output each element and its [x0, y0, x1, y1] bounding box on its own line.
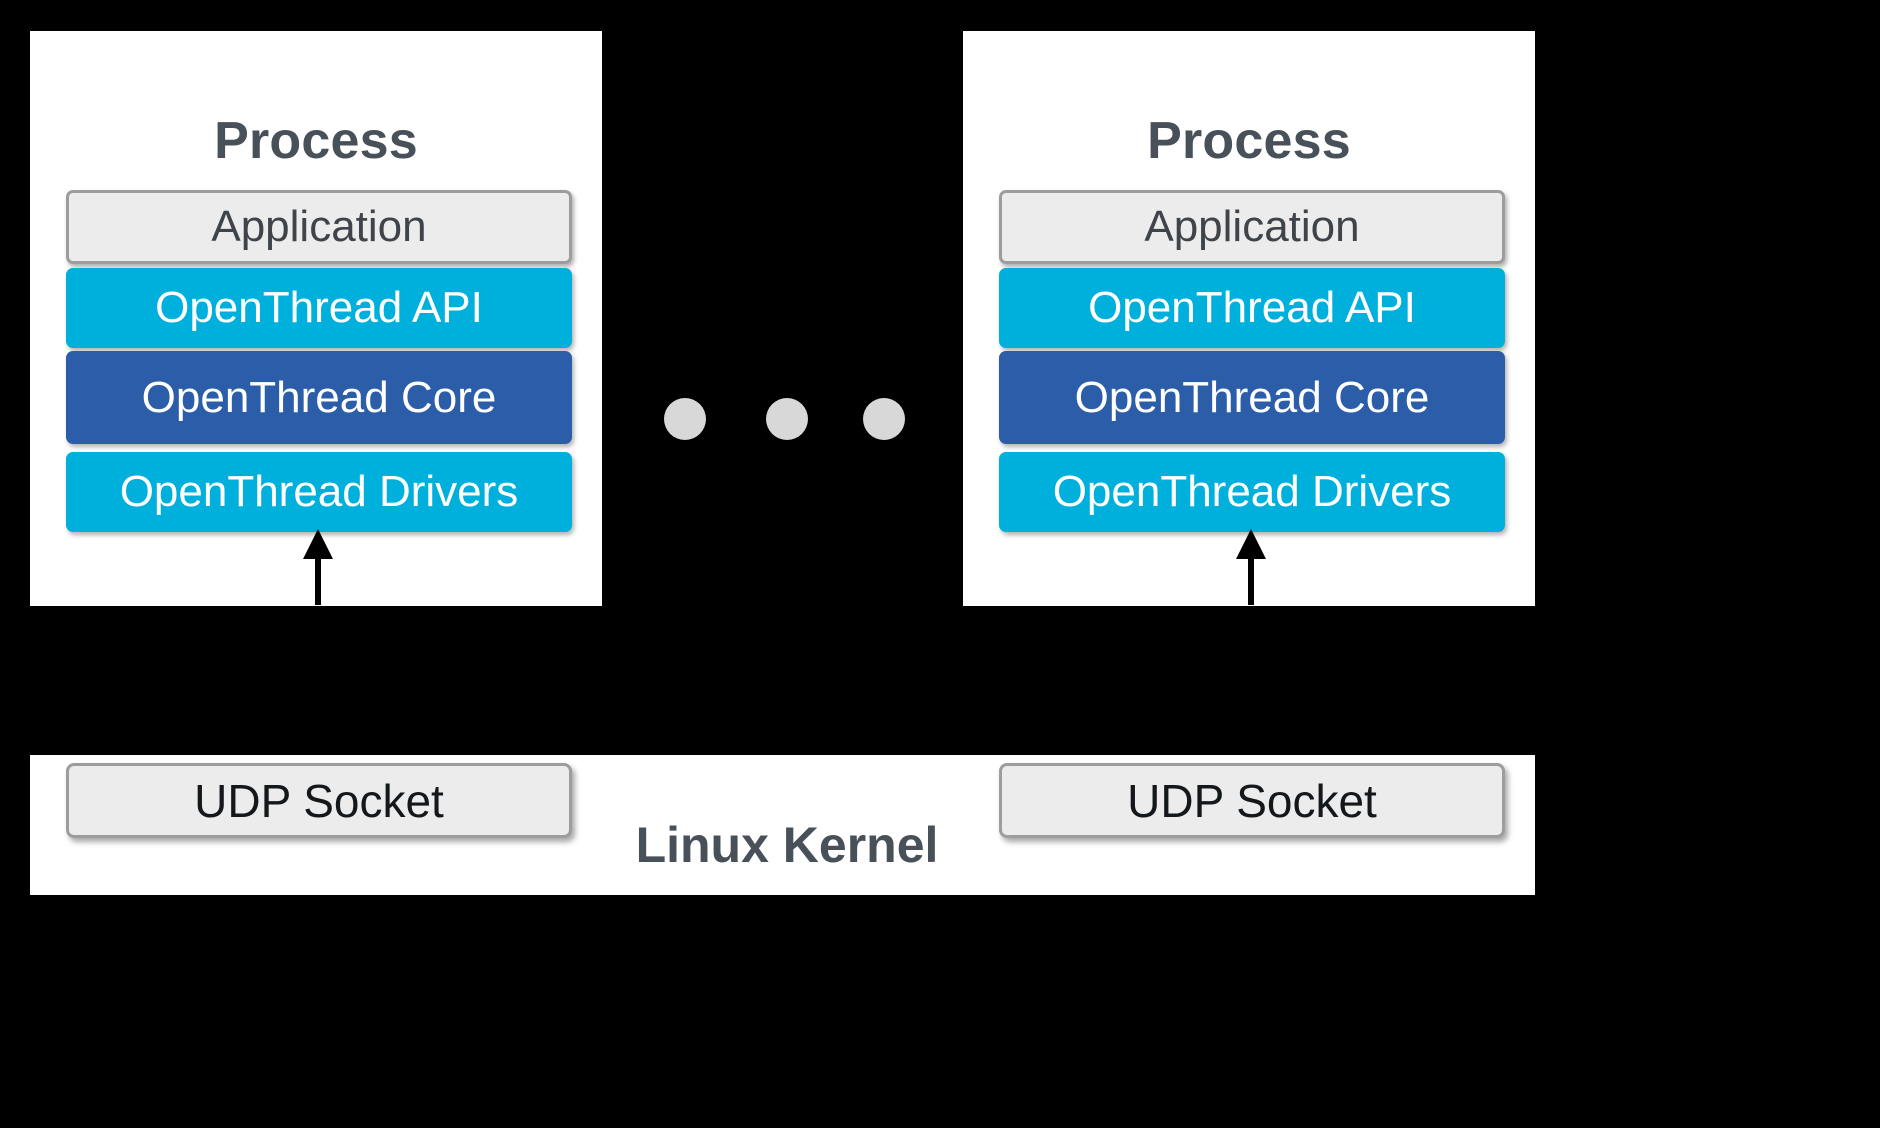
process-title-right: Process	[1147, 112, 1351, 170]
process-title-left: Process	[214, 112, 418, 170]
arrow-up-icon	[1236, 529, 1266, 605]
arrow-up-icon	[303, 529, 333, 605]
layer-label: OpenThread Drivers	[1052, 467, 1452, 516]
layer-openthread-api-right[interactable]: OpenThread API	[999, 268, 1505, 348]
udp-socket-right[interactable]: UDP Socket	[999, 763, 1505, 838]
layer-label: OpenThread API	[1088, 283, 1416, 332]
layer-label: OpenThread API	[155, 283, 483, 332]
layer-openthread-core-right[interactable]: OpenThread Core	[999, 351, 1505, 444]
layer-label: OpenThread Core	[1074, 372, 1430, 422]
layer-openthread-core-left[interactable]: OpenThread Core	[66, 351, 572, 444]
layer-openthread-api-left[interactable]: OpenThread API	[66, 268, 572, 348]
ellipsis-dot-2	[766, 398, 808, 440]
kernel-title: Linux Kernel	[635, 817, 939, 873]
layer-openthread-drivers-left[interactable]: OpenThread Drivers	[66, 452, 572, 532]
layer-label: OpenThread Drivers	[119, 467, 519, 516]
socket-label: UDP Socket	[194, 774, 444, 827]
ellipsis-dot-3	[863, 398, 905, 440]
arrow-left-socket-to-drivers	[298, 527, 338, 605]
layer-label: OpenThread Core	[141, 372, 497, 422]
layer-application-right[interactable]: Application	[999, 190, 1505, 264]
arrow-right-socket-to-drivers	[1231, 527, 1271, 605]
layer-label: Application	[211, 202, 427, 251]
socket-label: UDP Socket	[1127, 774, 1377, 827]
layer-application-left[interactable]: Application	[66, 190, 572, 264]
layer-openthread-drivers-right[interactable]: OpenThread Drivers	[999, 452, 1505, 532]
layer-label: Application	[1144, 202, 1360, 251]
udp-socket-left[interactable]: UDP Socket	[66, 763, 572, 838]
ellipsis-dot-1	[664, 398, 706, 440]
